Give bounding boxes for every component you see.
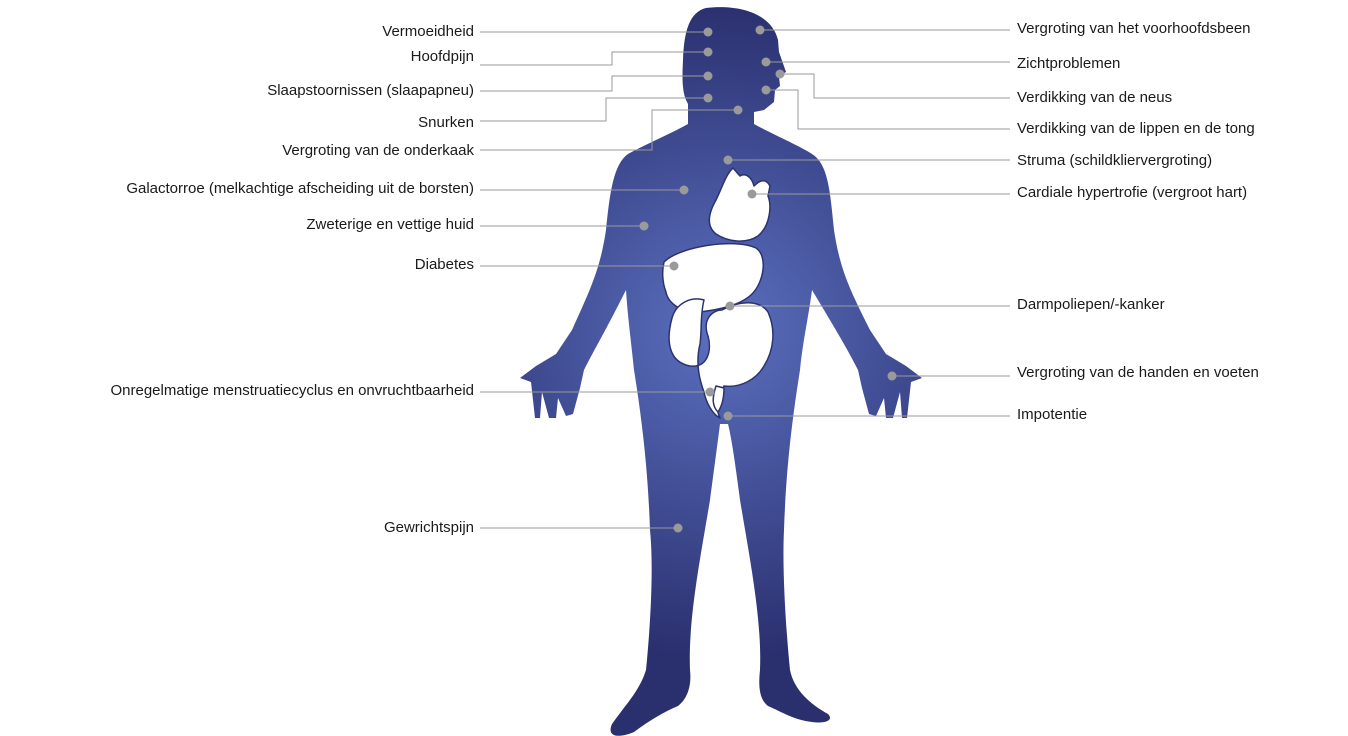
label-sweaty-skin: Zweterige en vettige huid — [306, 216, 474, 234]
leader-dot — [674, 524, 683, 533]
label-sleep-disorders: Slaapstoornissen (slaapapneu) — [267, 82, 474, 100]
label-cardiac-hypertrophy: Cardiale hypertrofie (vergroot hart) — [1017, 184, 1247, 202]
leader-dot — [762, 58, 771, 67]
leader-dot — [704, 28, 713, 37]
leader-dot — [704, 48, 713, 57]
leader-dot — [680, 186, 689, 195]
leader-dot — [724, 156, 733, 165]
leader-line — [480, 52, 708, 65]
label-joint-pain: Gewrichtspijn — [384, 519, 474, 537]
leader-dot — [776, 70, 785, 79]
leader-dot — [756, 26, 765, 35]
label-nose-thickening: Verdikking van de neus — [1017, 89, 1172, 107]
leader-dot — [726, 302, 735, 311]
leader-dot — [762, 86, 771, 95]
label-goiter: Struma (schildkliervergroting) — [1017, 152, 1212, 170]
leader-line — [766, 90, 1010, 129]
leader-dot — [724, 412, 733, 421]
label-frontal-bone: Vergroting van het voorhoofdsbeen — [1017, 20, 1251, 38]
label-lips-tongue: Verdikking van de lippen en de tong — [1017, 120, 1255, 138]
label-headache: Hoofdpijn — [411, 48, 474, 66]
label-jaw-enlargement: Vergroting van de onderkaak — [282, 142, 474, 160]
leader-line — [480, 76, 708, 91]
leader-dot — [704, 72, 713, 81]
label-hands-feet: Vergroting van de handen en voeten — [1017, 364, 1259, 382]
leader-dot — [670, 262, 679, 271]
label-vision-problems: Zichtproblemen — [1017, 55, 1120, 73]
leader-line — [780, 74, 1010, 98]
leader-dot — [888, 372, 897, 381]
label-galactorrhea: Galactorroe (melkachtige afscheiding uit… — [126, 180, 474, 198]
leader-dot — [748, 190, 757, 199]
label-menstrual-irregularity: Onregelmatige menstruatiecyclus en onvru… — [110, 382, 474, 400]
leader-dot — [734, 106, 743, 115]
label-impotence: Impotentie — [1017, 406, 1087, 424]
label-snoring: Snurken — [418, 114, 474, 132]
leader-dot — [706, 388, 715, 397]
label-colon-polyps: Darmpoliepen/-kanker — [1017, 296, 1165, 314]
label-fatigue: Vermoeidheid — [382, 23, 474, 41]
leader-dot — [704, 94, 713, 103]
leader-dot — [640, 222, 649, 231]
label-diabetes: Diabetes — [415, 256, 474, 274]
